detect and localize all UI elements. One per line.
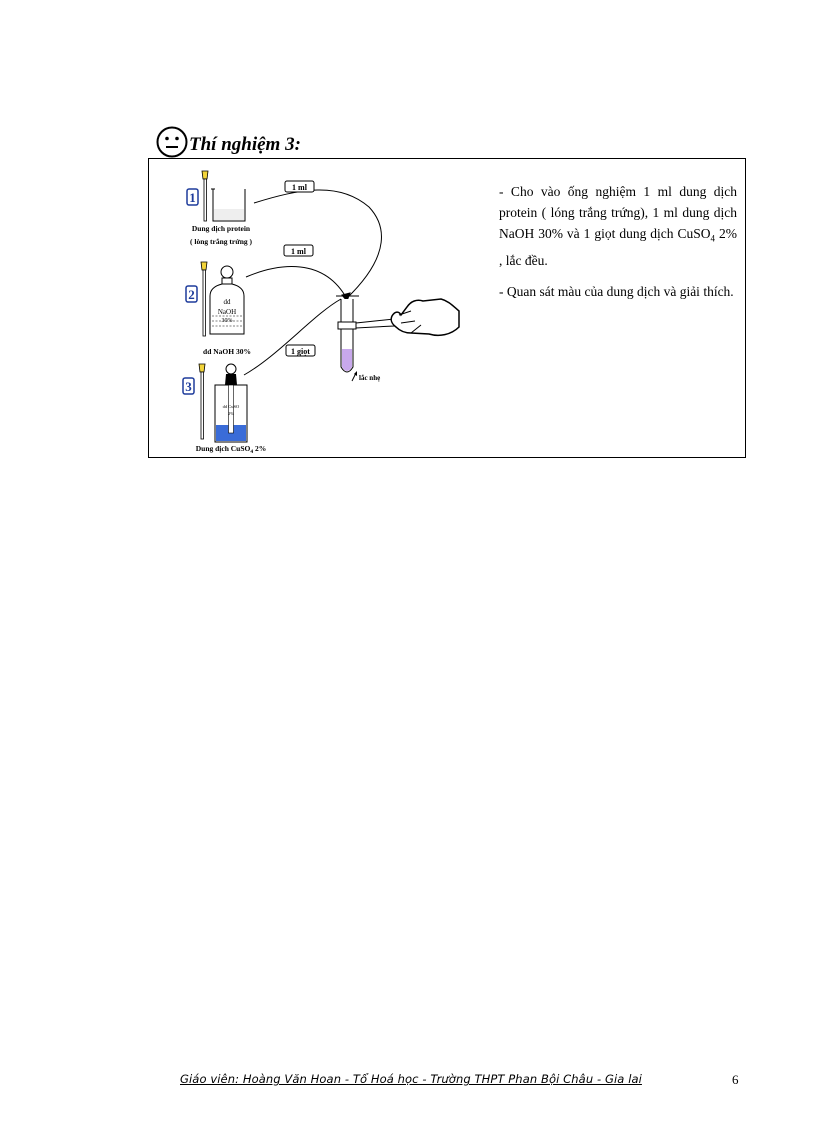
experiment-box: 1 Dung dịch protein ( lòng trắng trứng )… — [148, 158, 746, 458]
step-3-number: 3 — [185, 379, 192, 394]
cuso4-bottle-icon: dd CuSO 2% — [214, 363, 248, 443]
svg-text:dd: dd — [224, 298, 232, 306]
instructions: - Cho vào ống nghiệm 1 ml dung dịch prot… — [499, 181, 737, 312]
step-1-label-line1: Dung dịch protein — [192, 224, 251, 233]
step-2-apparatus: 2 dd NaOH 30% dd NaOH 30% — [185, 261, 251, 356]
svg-text:dd CuSO: dd CuSO — [223, 404, 240, 409]
svg-text:30%: 30% — [222, 318, 233, 324]
beaker-icon — [211, 188, 246, 222]
svg-text:1 ml: 1 ml — [292, 183, 308, 192]
step-1-number: 1 — [189, 190, 196, 205]
step-3-number-badge — [182, 377, 195, 395]
hand-icon — [390, 298, 460, 337]
amount-tag-3: 1 giọt — [285, 344, 316, 357]
page-number: 6 — [732, 1072, 739, 1087]
instruction-step-1: - Cho vào ống nghiệm 1 ml dung dịch prot… — [499, 184, 737, 268]
amount-tag-2: 1 ml — [283, 244, 314, 257]
step-3-apparatus: 3 dd CuSO 2% Dung dịch CuSO4 2% — [182, 363, 266, 455]
test-tube-icon — [336, 295, 359, 373]
step-1-apparatus: 1 Dung dịch protein ( lòng trắng trứng ) — [186, 170, 252, 246]
step-2-number: 2 — [188, 287, 195, 302]
svg-text:1 ml: 1 ml — [291, 247, 307, 256]
svg-text:lắc nhẹ: lắc nhẹ — [359, 374, 380, 382]
step-2-number-badge — [185, 285, 198, 303]
dropper-3-icon — [198, 363, 206, 440]
amount-tag-1: 1 ml — [284, 180, 315, 193]
svg-text:2%: 2% — [228, 411, 234, 416]
shake-annotation: lắc nhẹ — [351, 371, 380, 382]
footer-credit: Giáo viên: Hoàng Văn Hoan - Tổ Hoá học -… — [180, 1072, 642, 1086]
svg-text:NaOH: NaOH — [218, 308, 236, 316]
step-1-label-line2: ( lòng trắng trứng ) — [190, 237, 252, 246]
experiment-diagram: 1 Dung dịch protein ( lòng trắng trứng )… — [182, 170, 460, 455]
page-footer: Giáo viên: Hoàng Văn Hoan - Tổ Hoá học -… — [180, 1072, 740, 1092]
section-title: Thí nghiệm 3: — [189, 134, 301, 155]
dropper-2-icon — [200, 261, 208, 337]
transfer-arrows — [243, 189, 382, 376]
neutral-face-icon — [156, 126, 188, 158]
section-heading: Thí nghiệm 3: — [156, 122, 301, 158]
step-2-label: dd NaOH 30% — [203, 347, 251, 356]
naoh-bottle-icon: dd NaOH 30% — [209, 265, 245, 335]
dropper-1-icon — [201, 170, 209, 222]
instruction-step-2: - Quan sát màu của dung dịch và giải thí… — [499, 283, 734, 299]
step-3-label: Dung dịch CuSO4 2% — [196, 444, 266, 455]
svg-text:1 giọt: 1 giọt — [291, 347, 310, 356]
step-1-number-badge — [186, 188, 199, 206]
